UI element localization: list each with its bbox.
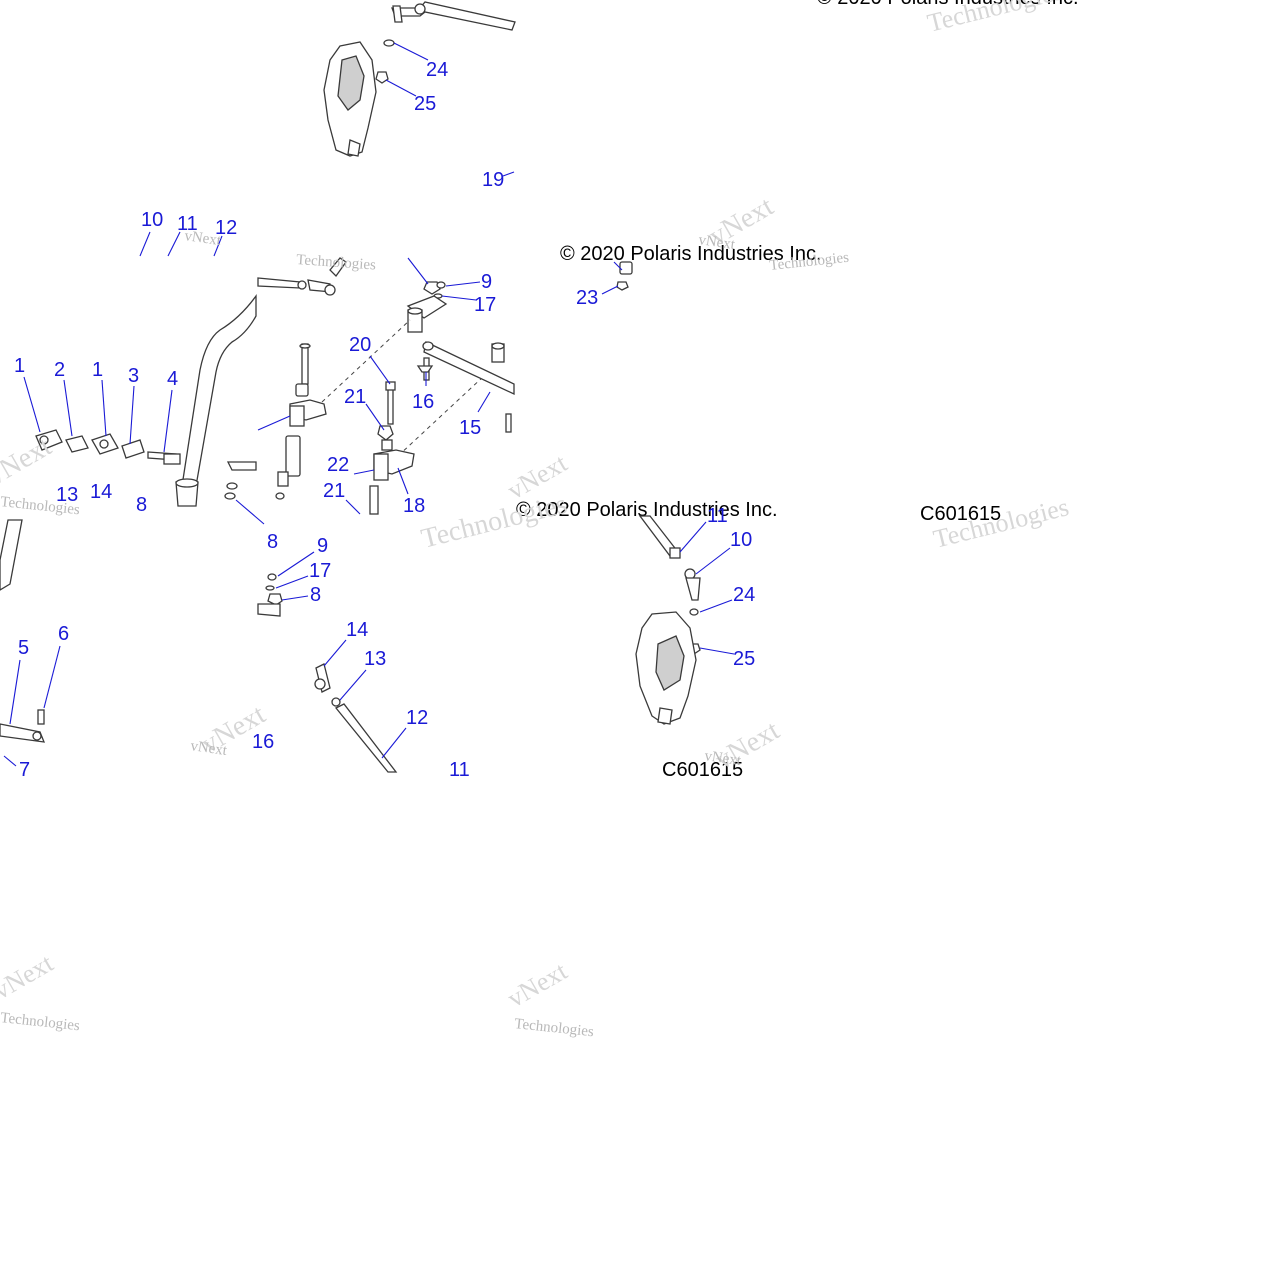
watermark-top: Technologies xyxy=(924,0,1065,38)
lower-left-arm xyxy=(0,519,46,743)
callout-17-center: 17 xyxy=(474,294,496,316)
callout-10-upper: 10 xyxy=(141,209,163,231)
watermark-bottom-mid: vNext xyxy=(503,956,573,1013)
pitman-arm-upper xyxy=(406,281,448,333)
copyright-band: © 2020 Polaris Industries Inc. xyxy=(516,499,778,521)
center-bolt-and-bushing xyxy=(373,381,415,481)
copyright-middle: © 2020 Polaris Industries Inc. xyxy=(560,243,822,265)
callout-12-lower: 12 xyxy=(406,707,428,729)
callout-14-left: 14 xyxy=(90,481,112,503)
callout-3: 3 xyxy=(128,365,139,387)
tie-rod-center xyxy=(257,257,347,296)
callout-21-upper: 21 xyxy=(344,386,366,408)
callout-16-center: 16 xyxy=(412,391,434,413)
bushing-23 xyxy=(616,261,633,291)
callout-8-lower-a: 8 xyxy=(267,531,278,553)
copyright-top: © 2020 Polaris Industries Inc. xyxy=(817,0,1079,9)
callout-1a: 1 xyxy=(14,355,25,377)
callout-8-lower-b: 8 xyxy=(310,584,321,606)
watermark-bottom-left-b: Technologies xyxy=(0,1010,81,1034)
callout-16-lower: 16 xyxy=(252,731,274,753)
callout-7: 7 xyxy=(19,759,30,781)
callout-9-center: 9 xyxy=(481,271,492,293)
callout-17-lower: 17 xyxy=(309,560,331,582)
watermark-center-a: Technologies xyxy=(296,252,377,274)
linkage-parts-left xyxy=(35,429,181,465)
callout-1b: 1 xyxy=(92,359,103,381)
watermark-lower-right-b: vNext xyxy=(703,748,742,769)
watermark-lower-b: vNext xyxy=(189,738,228,759)
small-hardware-left xyxy=(224,461,257,500)
callout-11-upper: 11 xyxy=(177,213,198,235)
watermark-bottom-mid-b: Technologies xyxy=(514,1016,595,1040)
callout-25-top: 25 xyxy=(414,93,436,115)
callout-15: 15 xyxy=(459,417,481,439)
lower-tie-rod xyxy=(314,663,398,773)
callout-8-left: 8 xyxy=(136,494,147,516)
callout-13: 13 xyxy=(56,484,78,506)
steering-knuckle-top xyxy=(323,39,395,157)
lower-right-tie-rod-end xyxy=(638,515,701,655)
watermark-lower-right-a: vNext xyxy=(710,715,785,776)
top-tie-rod-assembly xyxy=(391,1,516,31)
callout-18: 18 xyxy=(403,495,425,517)
callout-12-upper: 12 xyxy=(215,217,237,239)
watermark-mid-b: vNext xyxy=(697,232,736,253)
callout-22: 22 xyxy=(327,454,349,476)
callout-25-lower: 25 xyxy=(733,648,755,670)
callout-19: 19 xyxy=(482,169,504,191)
watermark-band-a: Technologies xyxy=(418,489,570,555)
callout-21-lower: 21 xyxy=(323,480,345,502)
callout-4: 4 xyxy=(167,368,178,390)
drawing-code-lower: C601615 xyxy=(662,759,743,781)
callout-13-lower: 13 xyxy=(364,648,386,670)
callout-9-lower: 9 xyxy=(317,535,328,557)
callout-14-lower: 14 xyxy=(346,619,368,641)
callout-2: 2 xyxy=(54,359,65,381)
watermark-bottom-left: vNext xyxy=(0,948,59,1005)
steering-knuckle-lower xyxy=(635,611,697,725)
callout-5: 5 xyxy=(18,637,29,659)
callout-24-top: 24 xyxy=(426,59,448,81)
callout-6: 6 xyxy=(58,623,69,645)
lower-center-hardware xyxy=(257,573,283,617)
watermark-vnext-upper: vNext xyxy=(183,228,222,249)
watermark-right-band: Technologies xyxy=(930,492,1071,554)
callout-11-right: 11 xyxy=(707,505,728,527)
callout-24-lower: 24 xyxy=(733,584,755,606)
steering-shaft-left xyxy=(275,343,327,500)
steering-column xyxy=(175,294,257,507)
callout-10-right: 10 xyxy=(730,529,752,551)
callout-23: 23 xyxy=(576,287,598,309)
callout-20: 20 xyxy=(349,334,371,356)
drawing-code-right: C601615 xyxy=(920,503,1001,525)
callout-11-lower: 11 xyxy=(449,759,470,781)
